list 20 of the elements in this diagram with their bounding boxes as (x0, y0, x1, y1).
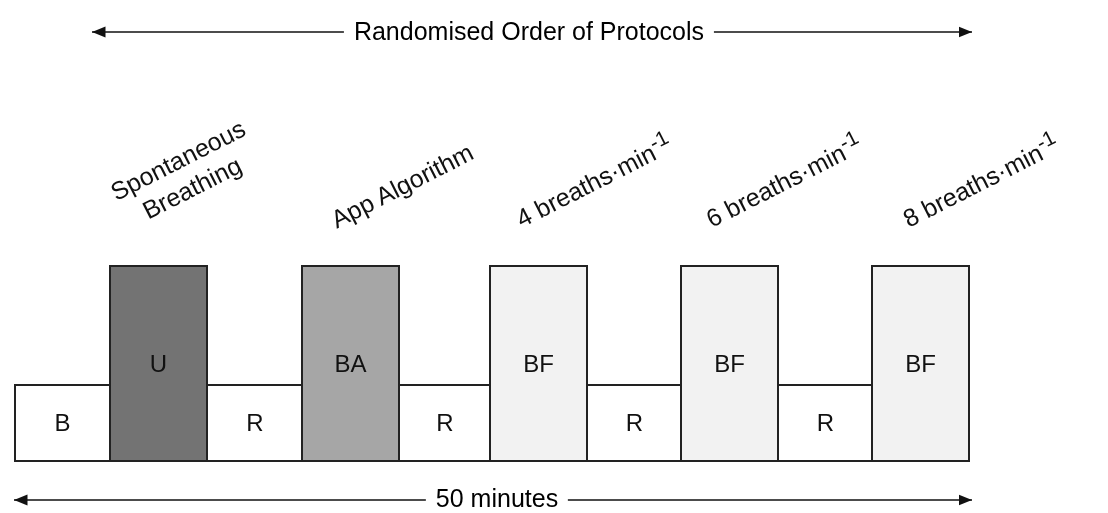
protocol-block (109, 265, 208, 462)
protocol-block (301, 265, 400, 462)
rest-block (398, 384, 492, 462)
rest-block (14, 384, 111, 462)
block-label: B (54, 409, 71, 437)
block-label: BF (714, 349, 745, 378)
block-label: BF (523, 349, 554, 378)
block-label: BA (334, 349, 367, 378)
protocol-block (871, 265, 970, 462)
protocol-block (680, 265, 779, 462)
rest-block (777, 384, 874, 462)
block-label: R (246, 409, 264, 437)
block-label: R (436, 409, 454, 437)
block-label: BF (905, 349, 936, 378)
protocol-block (489, 265, 588, 462)
block-label: U (149, 349, 168, 378)
block-label: R (625, 409, 644, 437)
block-label: R (816, 409, 835, 437)
rest-block (206, 384, 304, 462)
rest-block (586, 384, 683, 462)
